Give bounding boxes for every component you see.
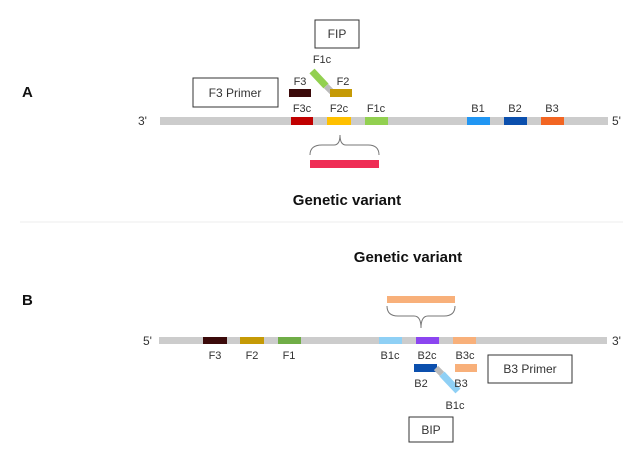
region-label: F2 — [246, 350, 259, 362]
bip-linker — [433, 365, 445, 377]
region-b1c — [379, 337, 402, 344]
fip-f2-segment — [330, 89, 352, 97]
region-b1 — [467, 117, 490, 125]
region-b3 — [541, 117, 564, 125]
region-b2 — [504, 117, 527, 125]
strand-b-5prime: 5' — [143, 334, 152, 348]
region-label: F1c — [367, 103, 386, 115]
bip-label: BIP — [421, 423, 440, 437]
fip-box — [314, 19, 360, 49]
strand-a-5prime: 5' — [612, 114, 621, 128]
fip-label: FIP — [328, 27, 347, 41]
region-f3c — [291, 117, 313, 125]
region-b2c — [416, 337, 439, 344]
region-label: F1 — [283, 350, 296, 362]
bip-b1c-segment — [439, 371, 461, 394]
region-f2 — [240, 337, 264, 344]
region-label: F3 — [209, 350, 222, 362]
variant-bar-b — [387, 296, 455, 303]
variant-bar-a — [310, 160, 379, 168]
region-label: B2c — [418, 350, 437, 362]
region-label: B1 — [471, 103, 484, 115]
bip-b2-segment — [414, 364, 437, 372]
fip-f1c-label: F1c — [313, 54, 332, 66]
region-label: F3c — [293, 103, 312, 115]
bip-b2-label: B2 — [414, 378, 427, 390]
fip-f1c-segment — [309, 68, 329, 89]
b3-primer-box — [487, 354, 573, 384]
b3-primer-segment — [455, 364, 477, 372]
variant-title-b: Genetic variant — [354, 249, 462, 266]
region-f1c — [365, 117, 388, 125]
region-label: F2c — [330, 103, 349, 115]
region-label: B1c — [381, 350, 400, 362]
b3-primer-label: B3 Primer — [503, 362, 556, 376]
region-label: B2 — [508, 103, 521, 115]
variant-title-a: Genetic variant — [293, 192, 401, 209]
fip-f2-label: F2 — [337, 76, 350, 88]
region-label: B3c — [456, 350, 475, 362]
f3-primer-seg-label: F3 — [294, 76, 307, 88]
strand-b-3prime: 3' — [612, 334, 621, 348]
bip-box — [408, 416, 454, 443]
b3-primer-seg-label: B3 — [454, 378, 467, 390]
region-f3 — [203, 337, 227, 344]
f3-primer-label: F3 Primer — [209, 86, 262, 100]
bip-b1c-label: B1c — [446, 400, 465, 412]
region-f1 — [278, 337, 301, 344]
brace-b — [386, 305, 456, 329]
strand-a-3prime: 3' — [138, 114, 147, 128]
f3-primer-segment — [289, 89, 311, 97]
brace-a — [309, 134, 380, 156]
region-f2c — [327, 117, 351, 125]
panel-a-label: A — [22, 84, 33, 101]
region-label: B3 — [545, 103, 558, 115]
region-b3c — [453, 337, 476, 344]
f3-primer-box — [192, 77, 279, 108]
panel-b-label: B — [22, 292, 33, 309]
